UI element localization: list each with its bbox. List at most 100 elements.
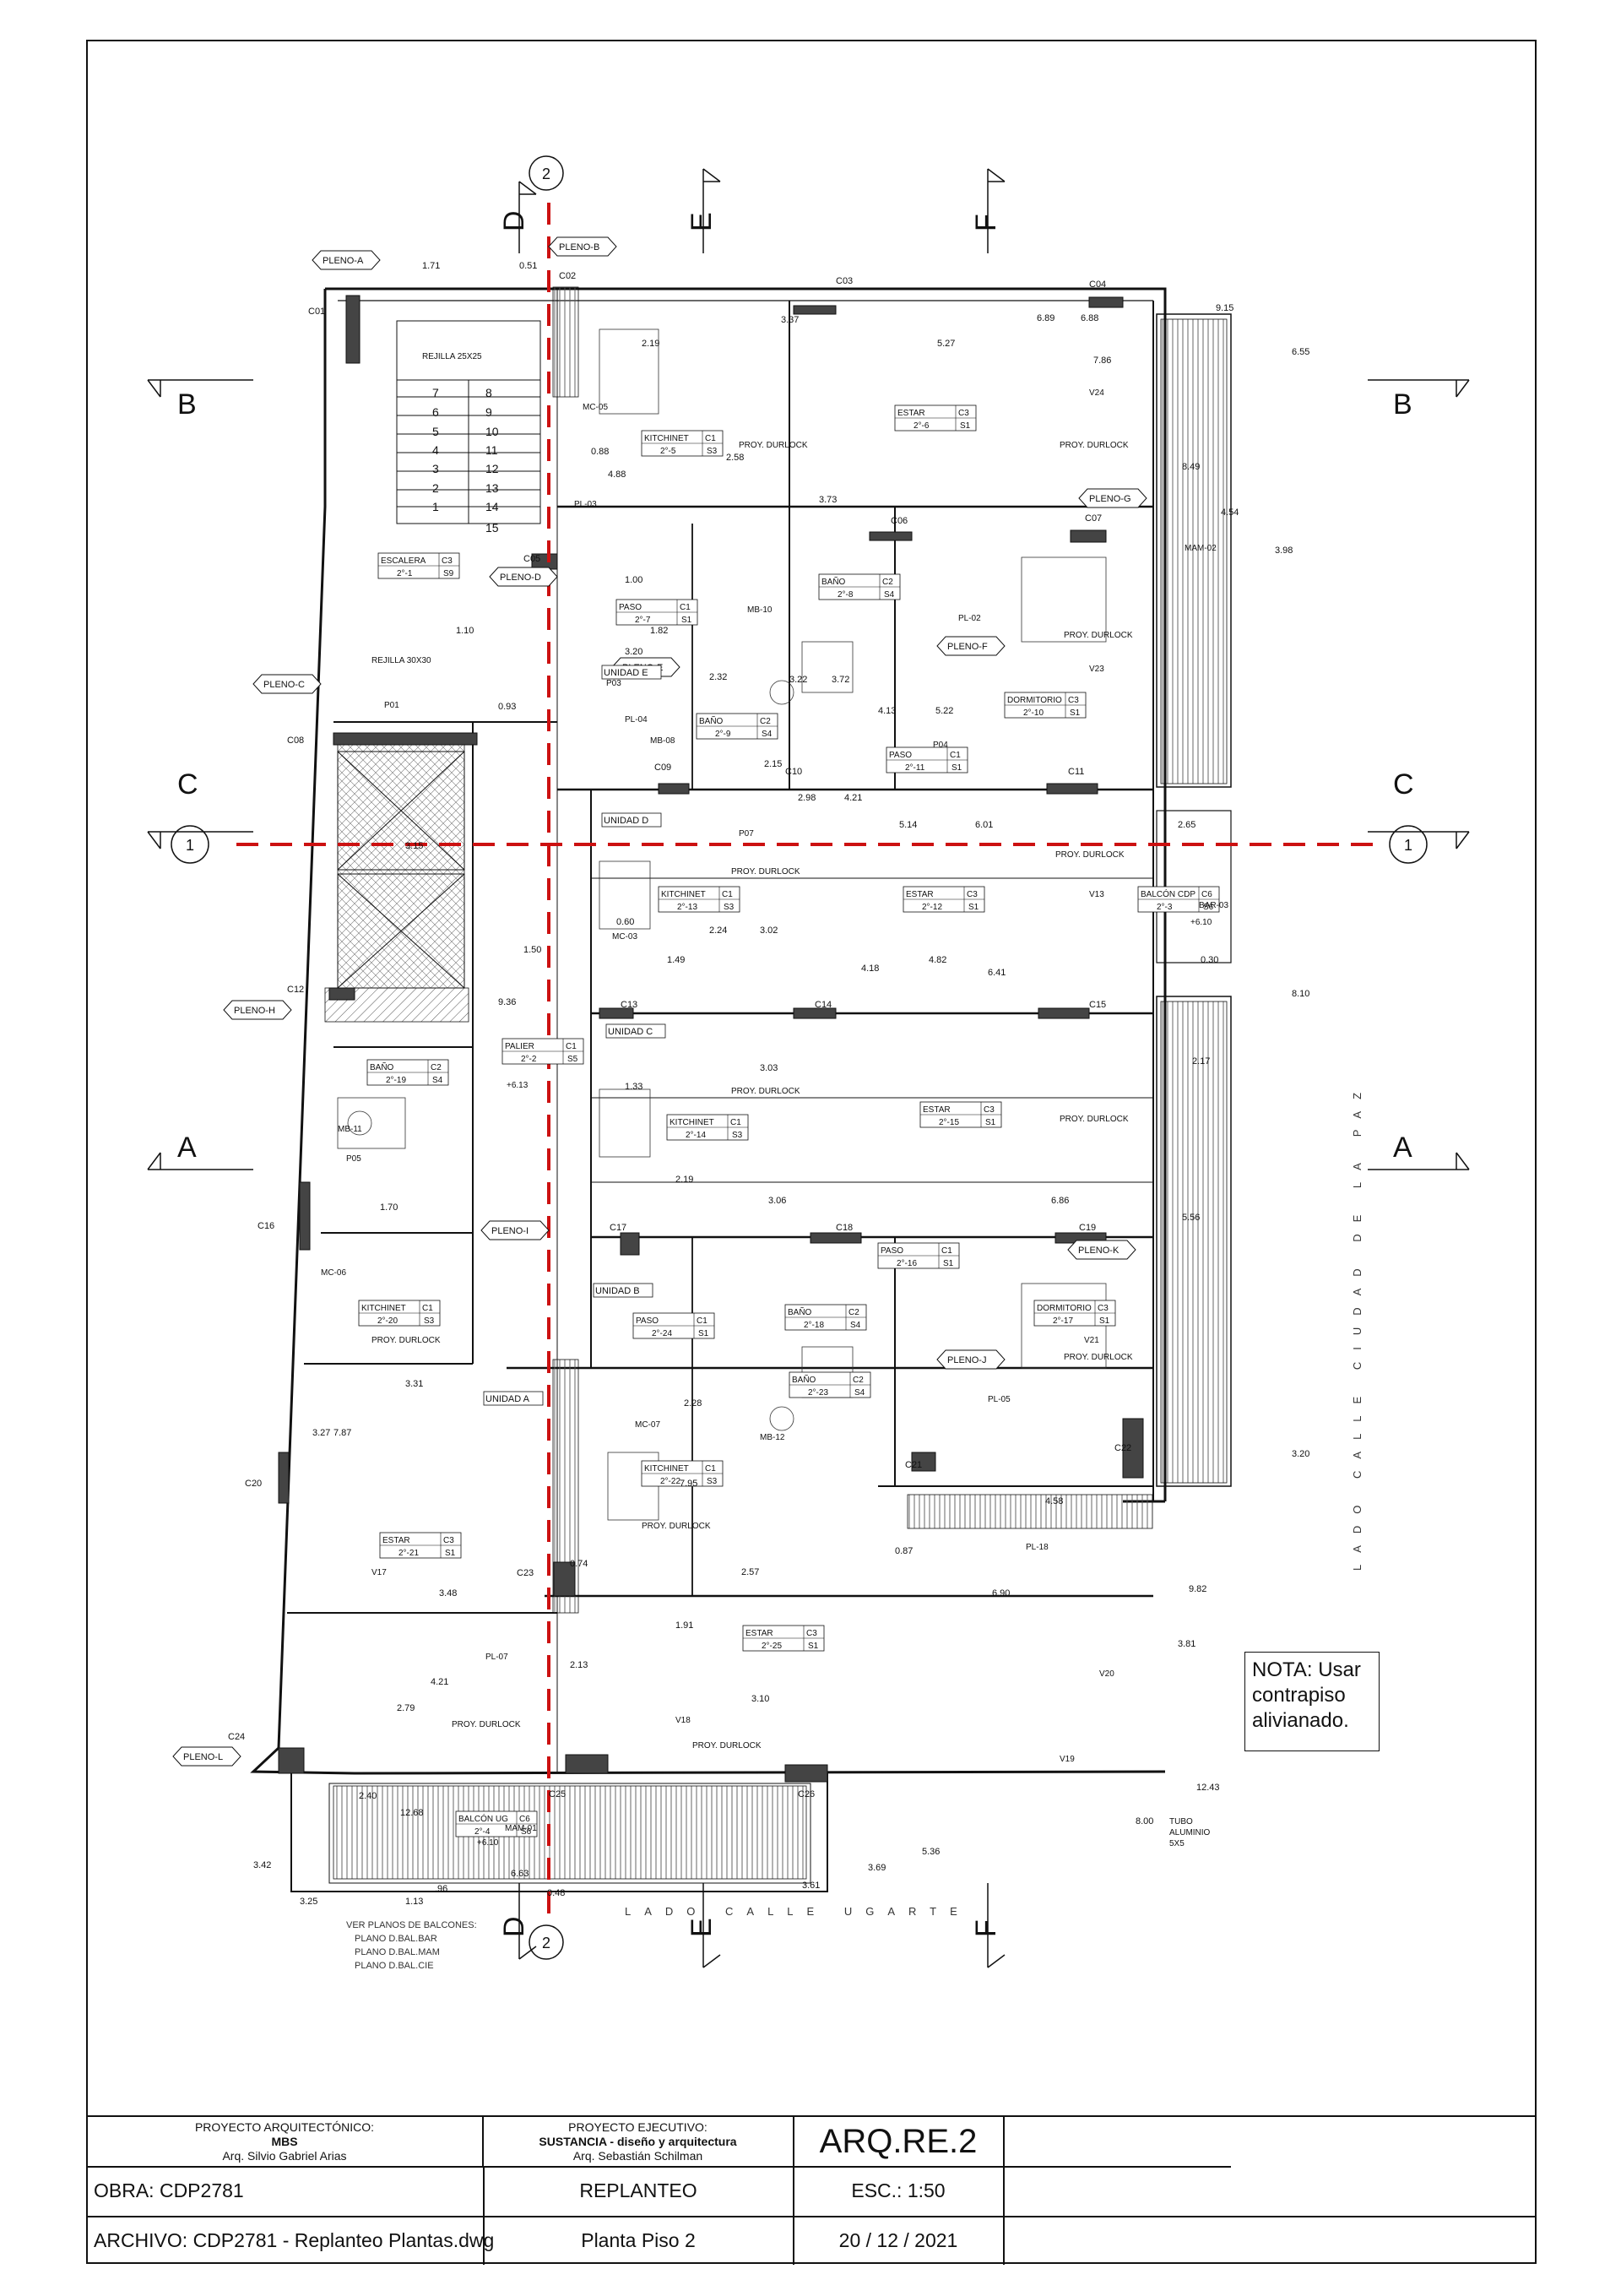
hatched-areas [324,286,1228,1880]
dimension-text: 0.93 [498,702,516,712]
cut-b-left: B [177,388,197,421]
durlock-5: PROY. DURLOCK [1060,441,1129,450]
element-tag: V21 [1084,1336,1099,1345]
room-code: C3 [442,556,453,566]
pleno-text: PLENO-K [1078,1246,1120,1256]
element-tag: V24 [1089,388,1104,398]
street-bottom-label: LADO CALLE UGARTE [625,1905,971,1918]
pleno-text: PLENO-D [500,573,541,583]
drawing-subtitle: Planta Piso 2 [581,2228,696,2251]
element-tag: MB-10 [747,605,773,615]
room-s: S3 [424,1316,435,1326]
element-tag: P03 [606,679,621,688]
room-s: S4 [762,730,773,739]
obra-field: OBRA: CDP2781 [94,2179,244,2201]
room-id: 2°-1 [397,569,413,578]
dimension-text: 3.20 [1292,1449,1309,1459]
svg-text:8: 8 [485,386,492,399]
svg-text:11: 11 [485,443,498,457]
pleno-text: PLENO-G [1089,494,1131,504]
element-tag: PL-02 [958,614,981,623]
cut-e-top: E [686,212,718,231]
room-id: 2°-24 [652,1329,672,1338]
room-id: 2°-8 [838,590,854,600]
room-id: 2°-20 [377,1316,398,1326]
durlock-1: PROY. DURLOCK [731,867,800,877]
dimension-text: 6.86 [1051,1196,1069,1206]
svg-text:UNIDAD C: UNIDAD C [608,1027,653,1037]
room-name: BALCÓN CDP [1141,888,1195,899]
element-tag: P05 [346,1154,361,1164]
cut-b-right: B [1393,388,1412,421]
dimension-text: 7.87 [333,1428,351,1438]
svg-text:5X5: 5X5 [1169,1839,1185,1848]
dimension-text: 5.56 [1182,1213,1200,1223]
room-code: C1 [730,1118,741,1127]
room-id: 2°-21 [398,1549,419,1558]
dimension-text: 4.58 [1045,1496,1063,1506]
tube-label: TUBO ALUMINIO 5X5 [1169,1817,1211,1848]
room-code: C3 [1068,696,1079,705]
room-id: 2°-5 [660,447,676,456]
element-tag: P04 [933,741,948,750]
pleno-text: PLENO-J [947,1355,986,1365]
element-tag: PL-18 [1026,1543,1049,1552]
dimension-text: 6.63 [511,1869,529,1879]
room-code: C6 [1201,890,1212,899]
dimension-text: 3.61 [802,1881,820,1891]
room-s: S3 [724,903,735,912]
room-id: 2°-15 [939,1118,959,1127]
room-name: KITCHINET [361,1304,406,1313]
grid-2-top: 2 [542,166,550,182]
dimension-text: 8.49 [1182,462,1200,472]
dimension-text: 2.57 [741,1567,759,1577]
room-name: BAÑO [788,1306,812,1317]
room-name: ESTAR [897,409,925,418]
column-label: C06 [891,516,908,526]
dimension-text: 7.95 [680,1479,697,1489]
room-name: BAÑO [699,715,724,726]
exec-project-name: SUSTANCIA - diseño y arquitectura [539,2134,737,2148]
svg-text:PLANO D.BAL.CIE: PLANO D.BAL.CIE [355,1961,434,1971]
dimension-text: 3.22 [789,675,807,685]
dimension-text: 1.50 [523,945,541,955]
room-code: C1 [941,1246,952,1256]
room-id: 2°-14 [686,1131,706,1140]
room-name: KITCHINET [644,434,689,443]
dimension-text: 2.32 [709,672,727,682]
column-label: C01 [308,307,325,317]
column-label: C23 [517,1568,534,1578]
room-name: BALCÓN UG [458,1813,508,1824]
title-block: PROYECTO ARQUITECTÓNICO: MBS Arq. Silvio… [87,2115,1536,2265]
pleno-tag: PLENO-L [172,1746,241,1767]
element-tag: MB-11 [338,1125,362,1134]
element-tag: BAR-03 [1199,901,1228,910]
dimension-text: 3.31 [405,1379,423,1389]
cut-a-left: A [177,1132,197,1164]
dimension-text: 3.37 [781,315,799,325]
column-label: C10 [785,767,802,777]
drawing-code: ARQ.RE.2 [819,2122,978,2160]
cut-c-left: C [177,768,198,801]
element-tags: MC-05MC-03MC-06MC-07MB-10MB-08MB-11MB-12… [321,388,1228,1833]
dimension-text: 4.88 [608,470,626,480]
element-tag: MB-12 [760,1433,785,1442]
level-ug: +6.10 [477,1838,499,1848]
structural-columns [278,295,1144,1783]
cut-e-bottom: E [686,1918,718,1937]
room-name: BAÑO [821,576,846,587]
dimension-text: 0.88 [591,447,609,457]
element-tag: V18 [675,1716,691,1725]
room-code: C2 [853,1376,864,1385]
room-id: 2°-18 [804,1321,824,1330]
room-code: C6 [519,1815,530,1824]
room-code: C3 [1098,1304,1109,1313]
room-s: S4 [884,590,895,600]
